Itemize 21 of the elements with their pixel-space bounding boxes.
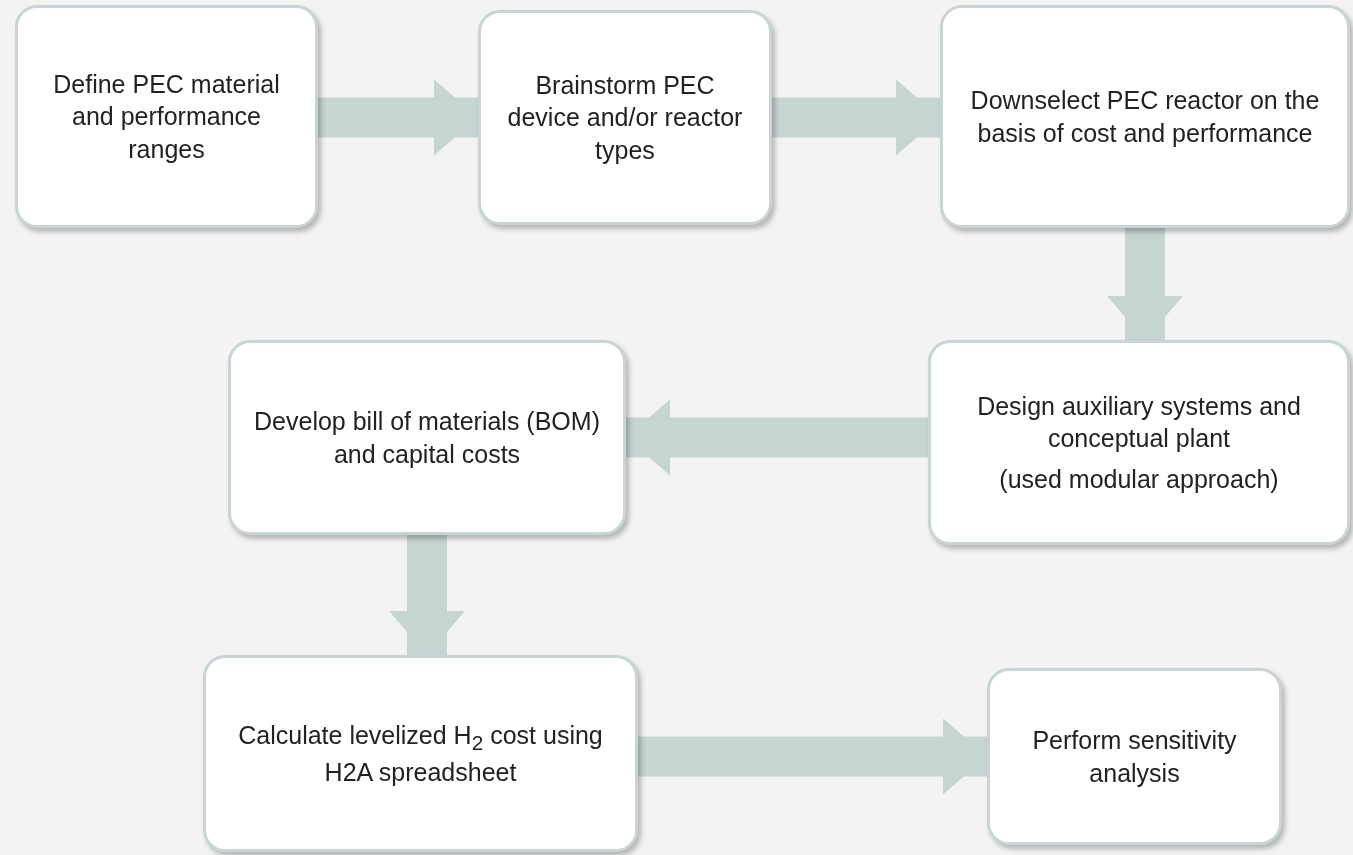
- process-box: [228, 340, 626, 535]
- step-text: Downselect PEC reactor on the basis of cost and performance: [969, 85, 1321, 149]
- block-arrow: [772, 79, 940, 156]
- process-box: [987, 668, 1282, 845]
- step-text: Perform sensitivity analysis: [1031, 725, 1238, 789]
- block-arrow: [1107, 228, 1183, 340]
- step-text: Brainstorm PEC device and/or reactor types: [506, 69, 744, 166]
- block-arrow: [626, 399, 928, 476]
- process-box: [928, 340, 1350, 545]
- block-arrow: [318, 79, 478, 156]
- process-box: [203, 655, 638, 852]
- step-text: Define PEC material and performance ranges: [52, 68, 281, 165]
- step-text: (used modular approach): [999, 463, 1279, 495]
- block-arrow: [389, 535, 465, 655]
- step-text: Design auxiliary systems and conceptual plant: [976, 390, 1302, 455]
- process-box: [478, 10, 772, 225]
- step-text: Develop bill of materials (BOM) and capital costs: [253, 406, 601, 470]
- block-arrow: [638, 718, 987, 795]
- process-box: [15, 5, 318, 228]
- process-box: [940, 5, 1350, 228]
- step-text: Calculate levelized H$_{2}$ cost using H2A spreadsheet: [237, 719, 604, 788]
